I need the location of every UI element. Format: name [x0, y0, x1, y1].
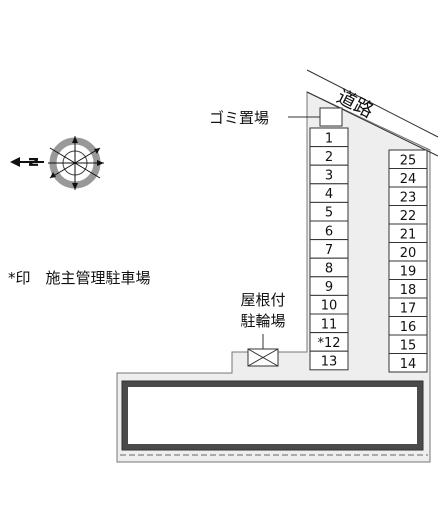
bicycle-label-line2: 駐輪場: [240, 312, 285, 330]
parking-space-label-25: 25: [400, 153, 417, 168]
garbage-area: [319, 107, 343, 127]
parking-column-right: 25 24 23 22 21 20 19 18 17 16 15 14: [388, 149, 428, 373]
parking-space-14: [388, 353, 428, 373]
parking-space-label-15: 15: [400, 338, 417, 353]
parking-space-label-1: 1: [325, 131, 333, 146]
parking-lot-area: [116, 91, 431, 463]
parking-column-left: 1 2 3 4 5 6 7 8 9 10 11 *12 13: [309, 127, 349, 371]
parking-space-label-4: 4: [325, 187, 333, 202]
parking-space-label-14: 14: [400, 357, 417, 372]
parking-space-label-5: 5: [325, 206, 333, 221]
compass-north-arrow: [10, 157, 44, 167]
compass-icon: [48, 136, 104, 190]
road-line: [306, 69, 439, 138]
bicycle-parking-cross: [247, 348, 279, 367]
parking-space-label-3: 3: [325, 169, 333, 184]
parking-space-label-19: 19: [400, 264, 417, 279]
parking-space-label-22: 22: [400, 209, 417, 224]
parking-space-label-18: 18: [400, 283, 417, 298]
parking-space-label-17: 17: [400, 301, 417, 316]
compass-north-label: N: [27, 157, 41, 167]
parking-space-label-16: 16: [400, 320, 417, 335]
parking-space-label-11: 11: [321, 317, 338, 332]
parking-space-label-7: 7: [325, 243, 333, 258]
parking-space-label-2: 2: [325, 150, 333, 165]
bicycle-label-line1: 屋根付: [240, 291, 285, 309]
parking-space-13: [309, 350, 349, 371]
parking-space-label-12: *12: [317, 336, 340, 351]
legend-label: *印 施主管理駐車場: [8, 269, 151, 287]
garbage-label: ゴミ置場: [209, 109, 269, 127]
parking-space-label-23: 23: [400, 190, 417, 205]
road-line: [306, 91, 439, 157]
parking-space-label-9: 9: [325, 280, 333, 295]
parking-space-label-21: 21: [400, 227, 417, 242]
parking-space-label-10: 10: [321, 299, 338, 314]
parking-space-label-20: 20: [400, 246, 417, 261]
parking-space-label-13: 13: [321, 355, 338, 370]
parking-space-label-8: 8: [325, 262, 333, 277]
building-inner: [128, 387, 417, 444]
parking-space-label-6: 6: [325, 224, 333, 239]
parking-space-label-24: 24: [400, 172, 417, 187]
